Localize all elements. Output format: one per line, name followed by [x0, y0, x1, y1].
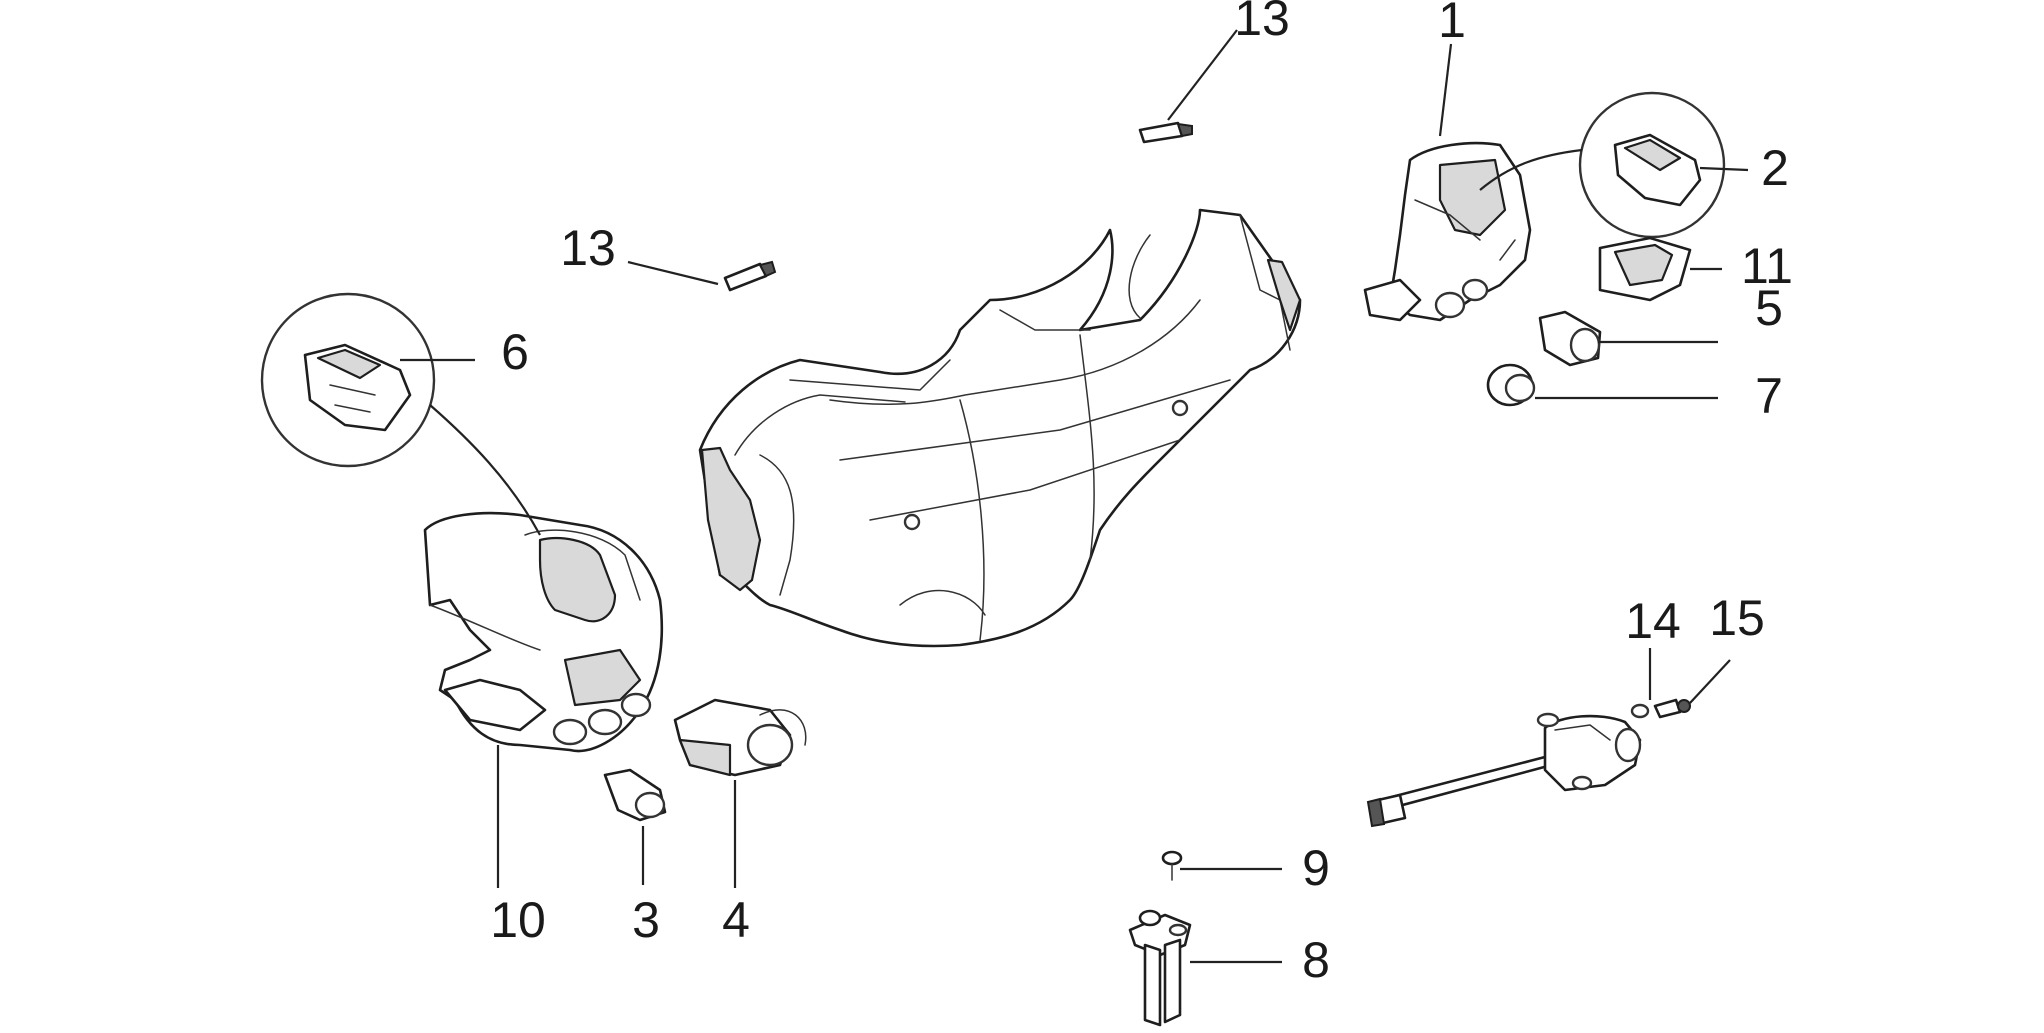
part-13-screw-upper [1138, 121, 1193, 144]
callout-11: 11 [1741, 238, 1793, 294]
handlebar-cover [698, 208, 1302, 648]
part-4-switch [673, 698, 807, 777]
zoom-detail-left [260, 292, 541, 536]
part-9-screw [1161, 850, 1183, 881]
stand-switch-assembly [1366, 698, 1691, 828]
left-switch-housing [423, 511, 664, 753]
part-11-button [1598, 236, 1692, 302]
callout-3: 3 [632, 892, 660, 948]
part-8-switch [1128, 909, 1192, 1027]
part-3-button [603, 768, 667, 822]
callout-7: 7 [1755, 368, 1783, 424]
callout-10: 10 [490, 892, 546, 948]
callout-1: 1 [1438, 0, 1466, 48]
right-switch-housing [1363, 141, 1532, 322]
callout-5: 5 [1755, 280, 1783, 336]
zoom-detail-right [1479, 91, 1726, 239]
part-13-screw-lower [723, 260, 777, 292]
callout-9: 9 [1302, 840, 1330, 896]
callout-8: 8 [1302, 932, 1330, 988]
part-7-knob [1486, 363, 1536, 407]
callout-6: 6 [501, 324, 529, 380]
leader-lines [400, 29, 1749, 964]
callout-2: 2 [1761, 140, 1789, 196]
part-5-cap [1538, 310, 1602, 367]
callout-13-upper: 13 [1234, 0, 1290, 46]
callout-15: 15 [1709, 590, 1765, 646]
callout-14: 14 [1625, 593, 1681, 649]
callout-labels: 1 2 3 4 5 6 7 8 9 10 11 13 13 14 15 [490, 0, 1793, 988]
callout-4: 4 [722, 892, 750, 948]
callout-13-lower: 13 [560, 220, 616, 276]
